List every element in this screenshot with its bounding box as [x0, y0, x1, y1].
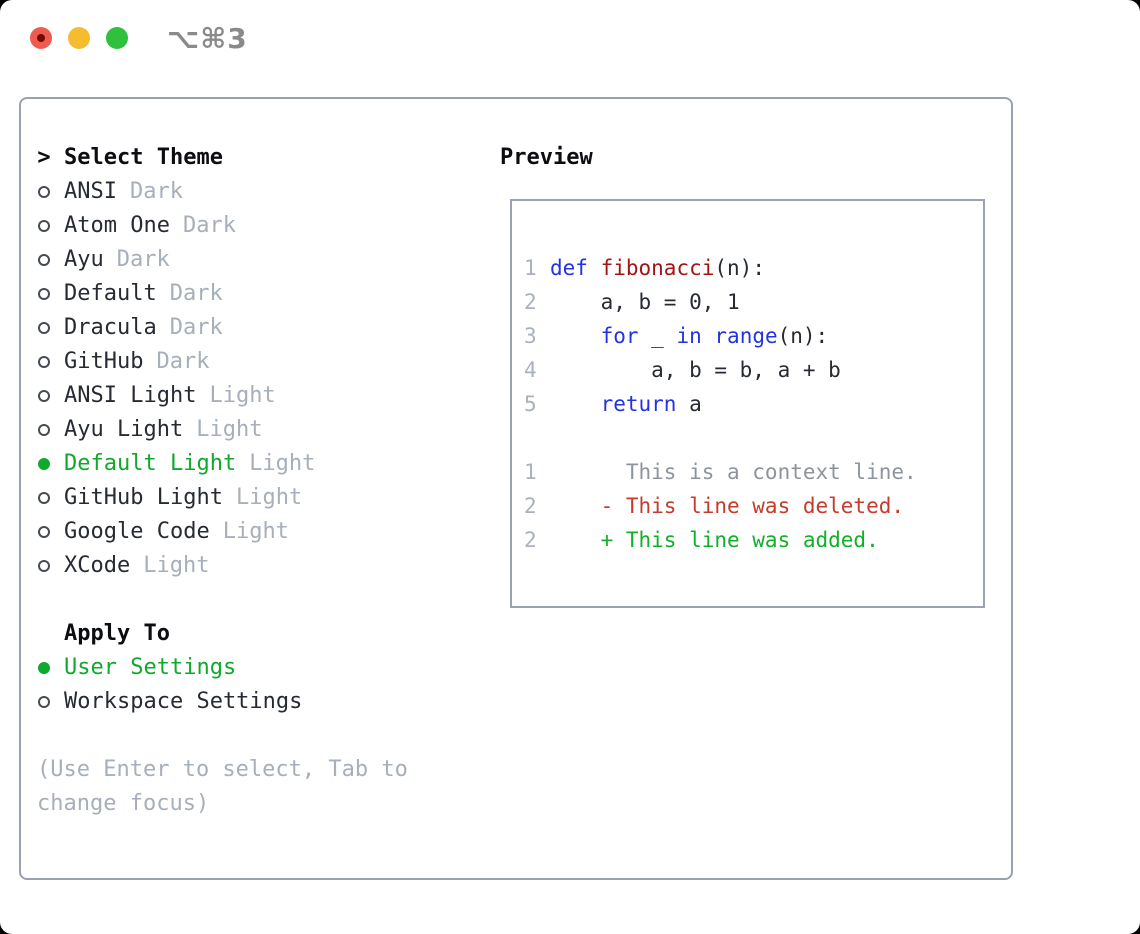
- help-line: (Use Enter to select, Tab to: [37, 757, 408, 782]
- code-token: [588, 251, 601, 285]
- minimize-button[interactable]: [68, 27, 90, 49]
- theme-item-xcode[interactable]: XCode Light: [37, 549, 408, 583]
- code-token: a, b = 0, 1: [550, 290, 740, 314]
- theme-item-ansi-light[interactable]: ANSI Light Light: [37, 379, 408, 413]
- close-button[interactable]: [30, 27, 52, 49]
- preview-section: Preview 1 def fibonacci (n): 2 a, b = 0,…: [500, 141, 985, 608]
- theme-item-ayu-light[interactable]: Ayu Light Light: [37, 413, 408, 447]
- main-panel: > Select Theme ANSI Dark Atom One Dark A…: [19, 97, 1013, 880]
- code-token: a: [676, 392, 702, 416]
- apply-option-user-settings[interactable]: User Settings: [37, 651, 408, 685]
- preview-code-box: 1 def fibonacci (n): 2 a, b = 0, 1 3 for…: [510, 199, 985, 608]
- theme-item-github-dark[interactable]: GitHub Dark: [37, 345, 408, 379]
- radio-icon: [37, 288, 51, 300]
- theme-item-ansi-dark[interactable]: ANSI Dark: [37, 175, 408, 209]
- help-line: change focus): [37, 791, 210, 816]
- diff-deleted-line: 2 - This line was deleted.: [524, 489, 983, 523]
- code-line: 3 for _ in range (n):: [524, 319, 983, 353]
- code-line: 2 a, b = 0, 1: [524, 285, 983, 319]
- code-token: - This line was deleted.: [550, 494, 905, 518]
- code-token: range: [714, 324, 778, 348]
- line-number: 3: [524, 324, 537, 348]
- radio-icon: [37, 492, 51, 504]
- code-line: 1 def fibonacci (n):: [524, 251, 983, 285]
- zoom-button[interactable]: [106, 27, 128, 49]
- theme-item-github-light[interactable]: GitHub Light Light: [37, 481, 408, 515]
- radio-icon: [37, 696, 51, 708]
- theme-item-google-code[interactable]: Google Code Light: [37, 515, 408, 549]
- theme-item-ayu-dark[interactable]: Ayu Dark: [37, 243, 408, 277]
- code-token: for: [600, 324, 639, 348]
- radio-icon: [37, 526, 51, 538]
- select-theme-header: > Select Theme: [37, 141, 408, 175]
- radio-icon: [37, 186, 51, 198]
- radio-icon: [37, 220, 51, 232]
- line-number: 1: [524, 256, 537, 280]
- apply-option-workspace-settings[interactable]: Workspace Settings: [37, 685, 408, 719]
- radio-icon: [37, 424, 51, 436]
- code-token: (n):: [777, 324, 829, 348]
- line-number: 2: [524, 494, 537, 518]
- code-token: _: [638, 324, 677, 348]
- theme-item-atom-one-dark[interactable]: Atom One Dark: [37, 209, 408, 243]
- code-token: a, b = b, a + b: [550, 358, 841, 382]
- code-line-blank: [524, 421, 983, 455]
- diff-context-line: 1 This is a context line.: [524, 455, 983, 489]
- code-token: fibonacci: [600, 256, 715, 280]
- line-number: 1: [524, 460, 537, 484]
- code-token: [550, 319, 601, 353]
- theme-item-dracula-dark[interactable]: Dracula Dark: [37, 311, 408, 345]
- prompt-caret-icon: >: [37, 145, 51, 170]
- theme-item-default-dark[interactable]: Default Dark: [37, 277, 408, 311]
- help-text: (Use Enter to select, Tab to change focu…: [37, 753, 408, 821]
- code-token: [702, 319, 715, 353]
- code-token: [550, 387, 601, 421]
- window-title: ⌥⌘3: [167, 22, 248, 55]
- code-token: This is a context line.: [550, 460, 917, 484]
- line-number: 4: [524, 358, 537, 382]
- code-token: (n):: [714, 256, 765, 280]
- theme-selector: > Select Theme ANSI Dark Atom One Dark A…: [37, 141, 408, 821]
- radio-icon: [37, 560, 51, 572]
- radio-selected-icon: [37, 662, 51, 674]
- radio-icon: [37, 390, 51, 402]
- diff-added-line: 2 + This line was added.: [524, 523, 983, 557]
- code-token: + This line was added.: [550, 528, 879, 552]
- line-number: 2: [524, 528, 537, 552]
- code-line: 4 a, b = b, a + b: [524, 353, 983, 387]
- radio-icon: [37, 254, 51, 266]
- code-token: def: [550, 256, 588, 280]
- apply-to-section: Apply To User Settings Workspace Setting…: [37, 617, 408, 719]
- code-line: 5 return a: [524, 387, 983, 421]
- radio-icon: [37, 356, 51, 368]
- apply-to-label: Apply To: [64, 621, 170, 646]
- title-bar: ⌥⌘3: [0, 0, 1140, 70]
- theme-item-default-light[interactable]: Default Light Light: [37, 447, 408, 481]
- line-number: 2: [524, 290, 537, 314]
- radio-icon: [37, 322, 51, 334]
- radio-selected-icon: [37, 458, 51, 470]
- select-theme-label: Select Theme: [64, 145, 223, 170]
- line-number: 5: [524, 392, 537, 416]
- code-token: return: [600, 392, 677, 416]
- code-token: in: [676, 324, 702, 348]
- preview-label: Preview: [500, 145, 593, 170]
- apply-to-header: Apply To: [37, 617, 408, 651]
